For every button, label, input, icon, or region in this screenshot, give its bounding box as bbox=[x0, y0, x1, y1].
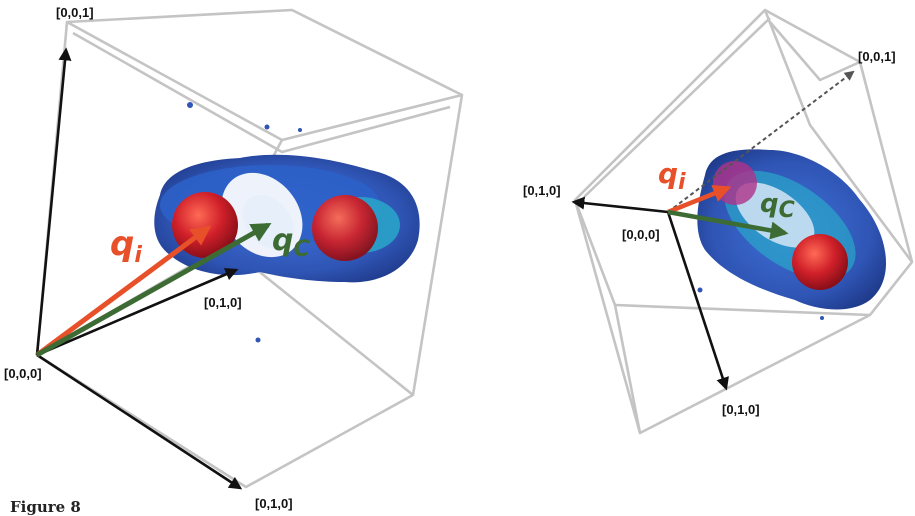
right-axis-001-dashed bbox=[667, 70, 855, 213]
left-panel: [0,0,1] [0,1,0] [0,0,0] [0,1,0] qi qC bbox=[4, 5, 464, 511]
right-qi-vector bbox=[667, 184, 732, 215]
right-unit-cell-box bbox=[573, 8, 914, 435]
right-label-origin: [0,0,0] bbox=[622, 227, 660, 242]
right-label-001: [0,0,1] bbox=[858, 49, 896, 64]
left-axis-010-inner bbox=[36, 268, 239, 357]
left-label-001: [0,0,1] bbox=[56, 5, 94, 20]
right-blob-core bbox=[735, 182, 815, 248]
right-label-010-left: [0,1,0] bbox=[523, 183, 561, 198]
right-sphere-a bbox=[713, 161, 757, 205]
left-qc-label: qC bbox=[272, 223, 310, 262]
right-axis-010-left bbox=[571, 196, 669, 214]
right-sphere-b bbox=[792, 234, 848, 290]
right-qi-label: qi bbox=[658, 157, 686, 195]
left-qi-vector bbox=[35, 225, 212, 358]
right-label-010-bottom: [0,1,0] bbox=[722, 402, 760, 417]
left-axis-010-bottom bbox=[36, 353, 243, 490]
left-label-origin: [0,0,0] bbox=[4, 366, 42, 381]
left-label-010-bottom: [0,1,0] bbox=[255, 496, 293, 511]
right-qc-vector bbox=[667, 209, 789, 240]
right-qc-label: qC bbox=[760, 189, 795, 223]
right-panel: [0,0,1] [0,1,0] [0,0,0] [0,1,0] qi qC bbox=[523, 8, 914, 435]
left-qi-label: qi bbox=[110, 224, 142, 268]
left-label-010-inner: [0,1,0] bbox=[204, 295, 242, 310]
right-axis-010-bottom bbox=[666, 211, 729, 391]
left-axis-001 bbox=[35, 47, 72, 356]
figure-caption: Figure 8 bbox=[10, 498, 81, 516]
left-qc-vector bbox=[35, 222, 272, 358]
left-sphere-b bbox=[312, 195, 378, 261]
right-isosurface bbox=[697, 149, 887, 320]
